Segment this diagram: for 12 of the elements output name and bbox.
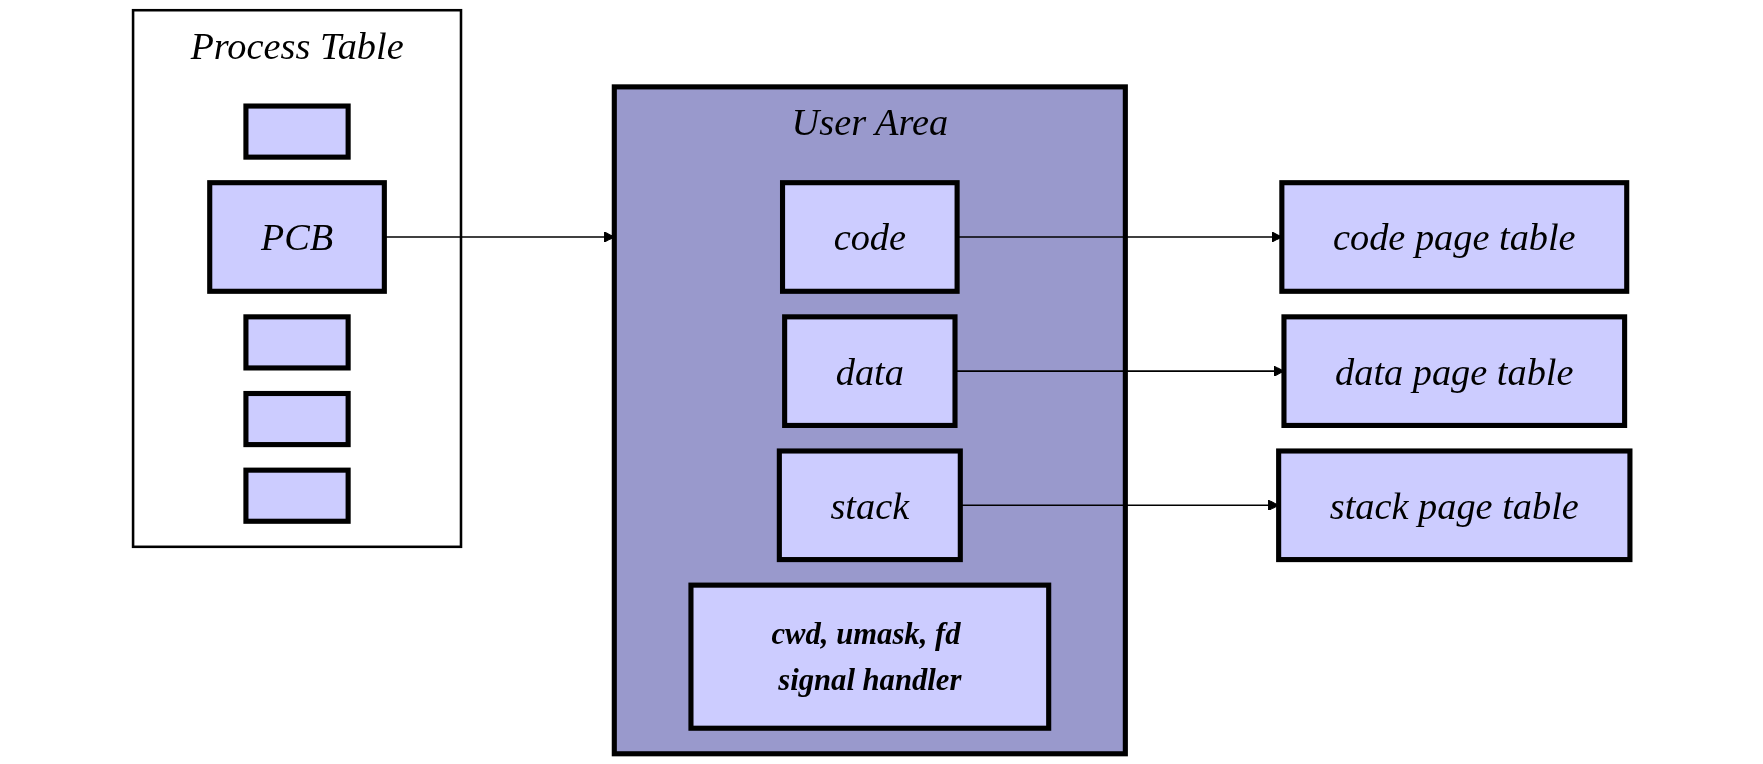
node-box: stack: [776, 448, 963, 563]
node-box: [243, 467, 351, 524]
node-box: code page table: [1279, 180, 1630, 294]
node-box: data: [782, 314, 958, 428]
node-box: [243, 314, 351, 371]
node-box: [243, 103, 351, 160]
node-box: stack page table: [1276, 448, 1633, 563]
node-box: cwd, umask, fd signal handler: [688, 582, 1052, 731]
node-box: data page table: [1281, 314, 1628, 428]
node-box: [243, 390, 351, 448]
node-box: code: [780, 180, 960, 294]
node-box: PCB: [207, 180, 387, 294]
